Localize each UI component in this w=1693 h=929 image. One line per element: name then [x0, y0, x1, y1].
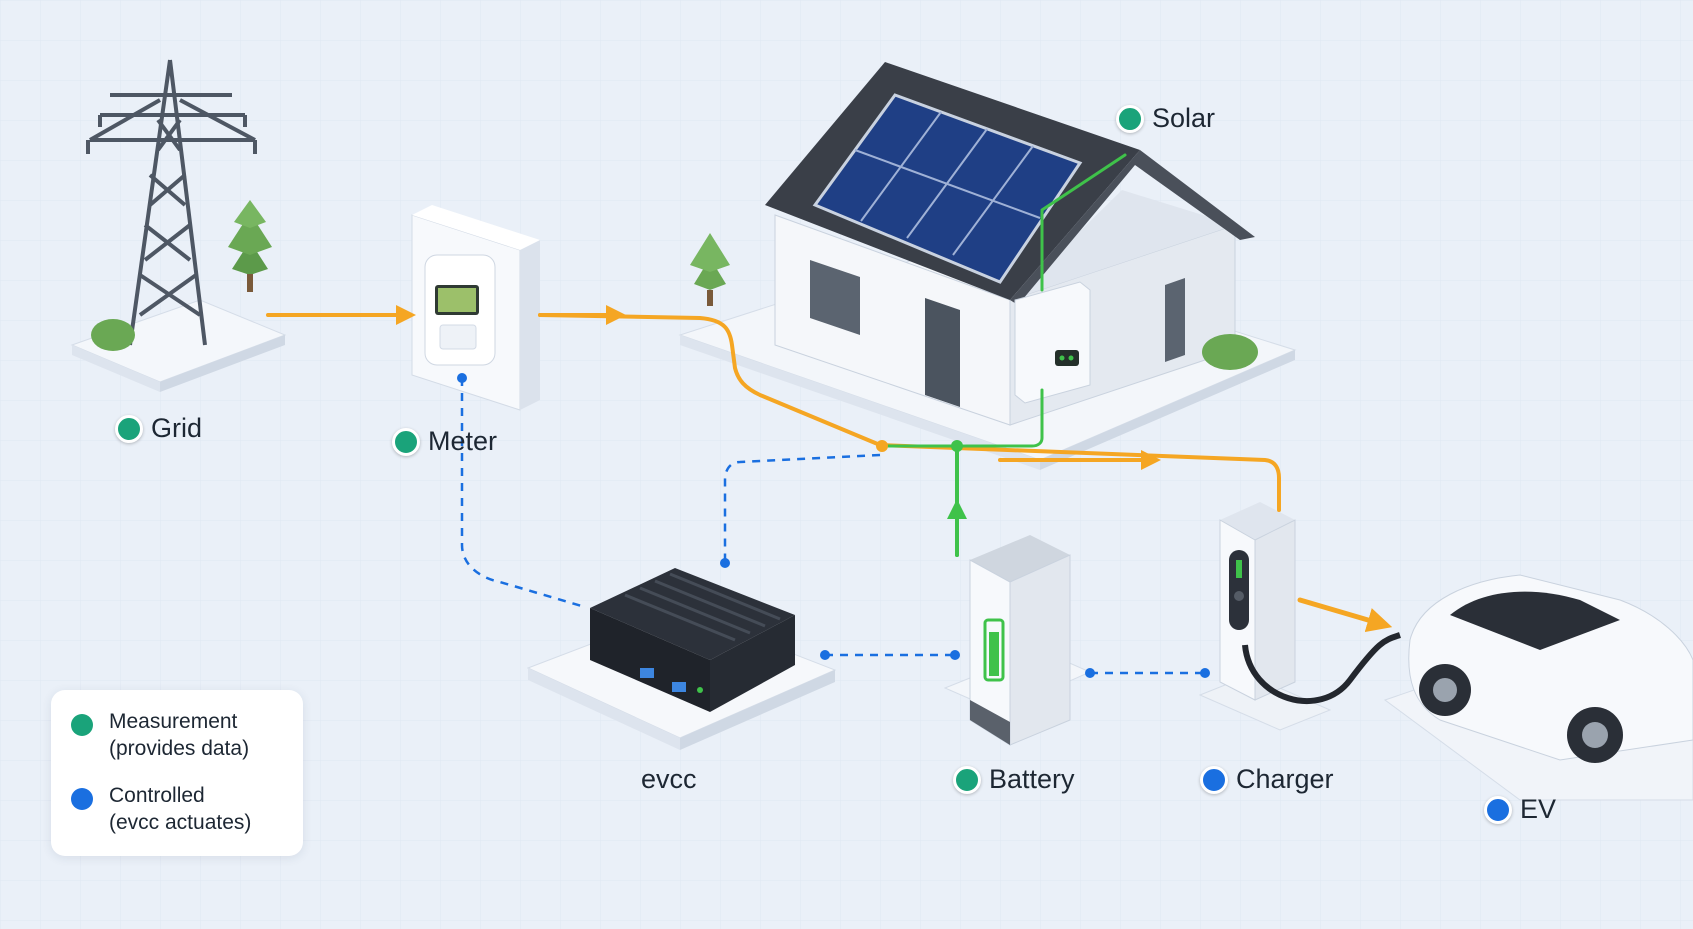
- ev-label-text: EV: [1520, 794, 1557, 824]
- legend-controlled: Controlled (evcc actuates): [71, 782, 251, 836]
- controlled-dot: [1484, 795, 1512, 824]
- evcc-label-text: evcc: [641, 764, 697, 794]
- solar-label-text: Solar: [1152, 103, 1216, 133]
- measurement-dot: [953, 765, 981, 794]
- controlled-dot: [71, 788, 93, 810]
- charger-label: Charger: [1200, 764, 1334, 795]
- battery-label: Battery: [953, 764, 1075, 795]
- solar-label: Solar: [1116, 103, 1215, 134]
- legend-measurement: Measurement (provides data): [71, 708, 249, 762]
- measurement-dot: [115, 414, 143, 443]
- data-link-lines: [457, 373, 1210, 678]
- meter-label-text: Meter: [428, 426, 498, 456]
- meter-icon: [411, 205, 540, 411]
- measurement-dot: [1116, 104, 1144, 133]
- charger-icon: [1198, 502, 1401, 731]
- evcc-label: evcc: [641, 764, 697, 795]
- legend-controlled-title: Controlled: [109, 784, 205, 807]
- meter-label: Meter: [392, 426, 497, 457]
- power-flow-lines: [266, 153, 1393, 633]
- legend-measurement-desc: (provides data): [109, 737, 250, 760]
- battery-label-text: Battery: [989, 764, 1075, 794]
- ev-label: EV: [1484, 794, 1556, 825]
- controller-box-icon: [526, 568, 837, 750]
- grid-label: Grid: [115, 413, 202, 444]
- controlled-dot: [1200, 765, 1228, 794]
- measurement-dot: [392, 427, 420, 456]
- house-solar-icon: [678, 62, 1297, 470]
- legend: Measurement (provides data) Controlled (…: [51, 690, 303, 856]
- measurement-dot: [71, 714, 93, 736]
- grid-label-text: Grid: [151, 413, 203, 443]
- battery-icon: [943, 535, 1092, 746]
- legend-measurement-title: Measurement: [109, 710, 238, 733]
- legend-controlled-desc: (evcc actuates): [109, 811, 252, 834]
- car-icon: [1383, 574, 1693, 801]
- power-tower-icon: [70, 59, 287, 392]
- charger-label-text: Charger: [1236, 764, 1334, 794]
